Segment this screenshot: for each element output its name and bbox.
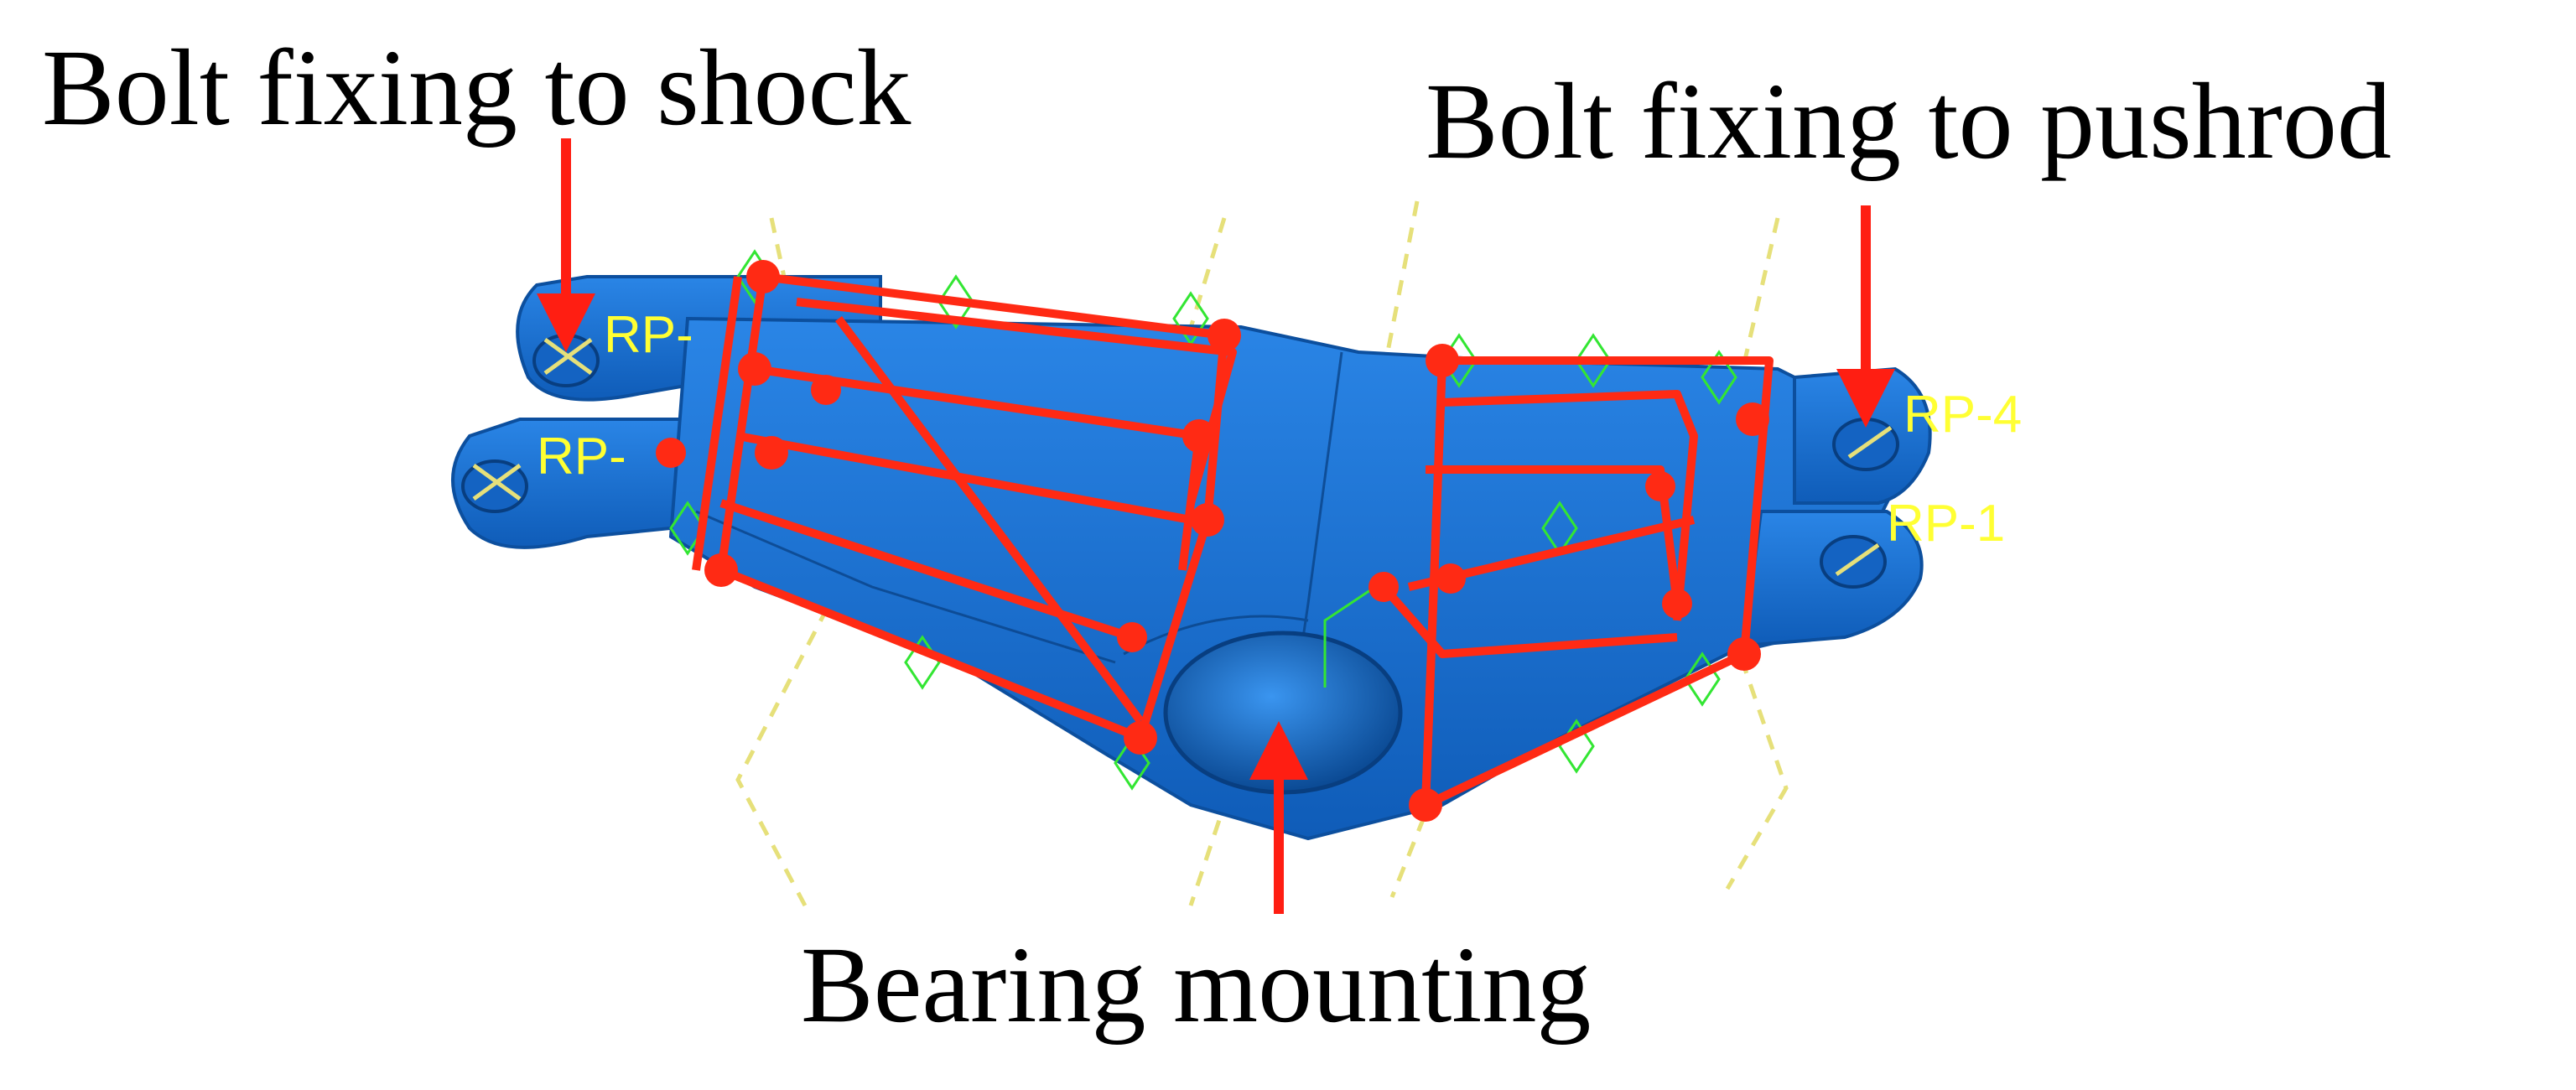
reference-point-markers	[472, 337, 1893, 577]
rp-label-1: RP-1	[1887, 495, 2005, 553]
rp-label-4: RP-4	[1903, 386, 2022, 444]
coupling-nodes-left	[656, 260, 1241, 755]
callout-bolt-fixing-to-shock: Bolt fixing to shock	[42, 28, 911, 148]
coupling-nodes-right	[1368, 344, 1769, 822]
arrow-pushrod-head	[1836, 369, 1895, 428]
arrow-shock-head	[537, 293, 595, 352]
callout-arrows	[537, 138, 1895, 914]
callout-bolt-fixing-to-pushrod: Bolt fixing to pushrod	[1426, 61, 2392, 182]
arrow-bearing-head	[1249, 721, 1308, 780]
rp-label-lower-left: RP-	[537, 428, 626, 485]
rp-label-upper-left: RP-	[604, 306, 693, 364]
callout-bearing-mounting: Bearing mounting	[801, 925, 1592, 1046]
